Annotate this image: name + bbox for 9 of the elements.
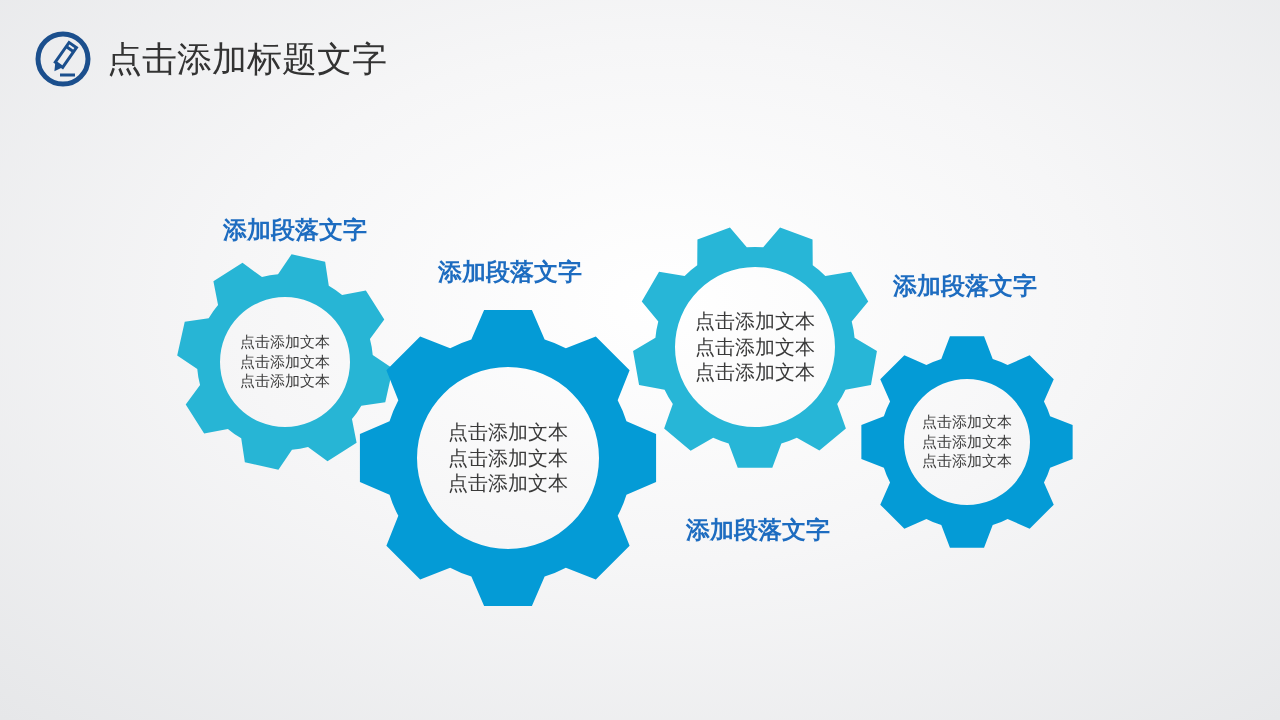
gear-text: 点击添加文本点击添加文本点击添加文本 — [694, 308, 816, 386]
gear-heading: 添加段落文字 — [223, 215, 367, 245]
slide-title: 点击添加标题文字 — [107, 38, 387, 81]
gear-text: 点击添加文本点击添加文本点击添加文本 — [239, 332, 331, 392]
gear-heading: 添加段落文字 — [438, 257, 582, 287]
gear-text: 点击添加文本点击添加文本点击添加文本 — [921, 412, 1013, 472]
gear-text: 点击添加文本点击添加文本点击添加文本 — [447, 419, 569, 497]
gear-heading: 添加段落文字 — [686, 515, 830, 545]
gear-heading: 添加段落文字 — [893, 271, 1037, 301]
